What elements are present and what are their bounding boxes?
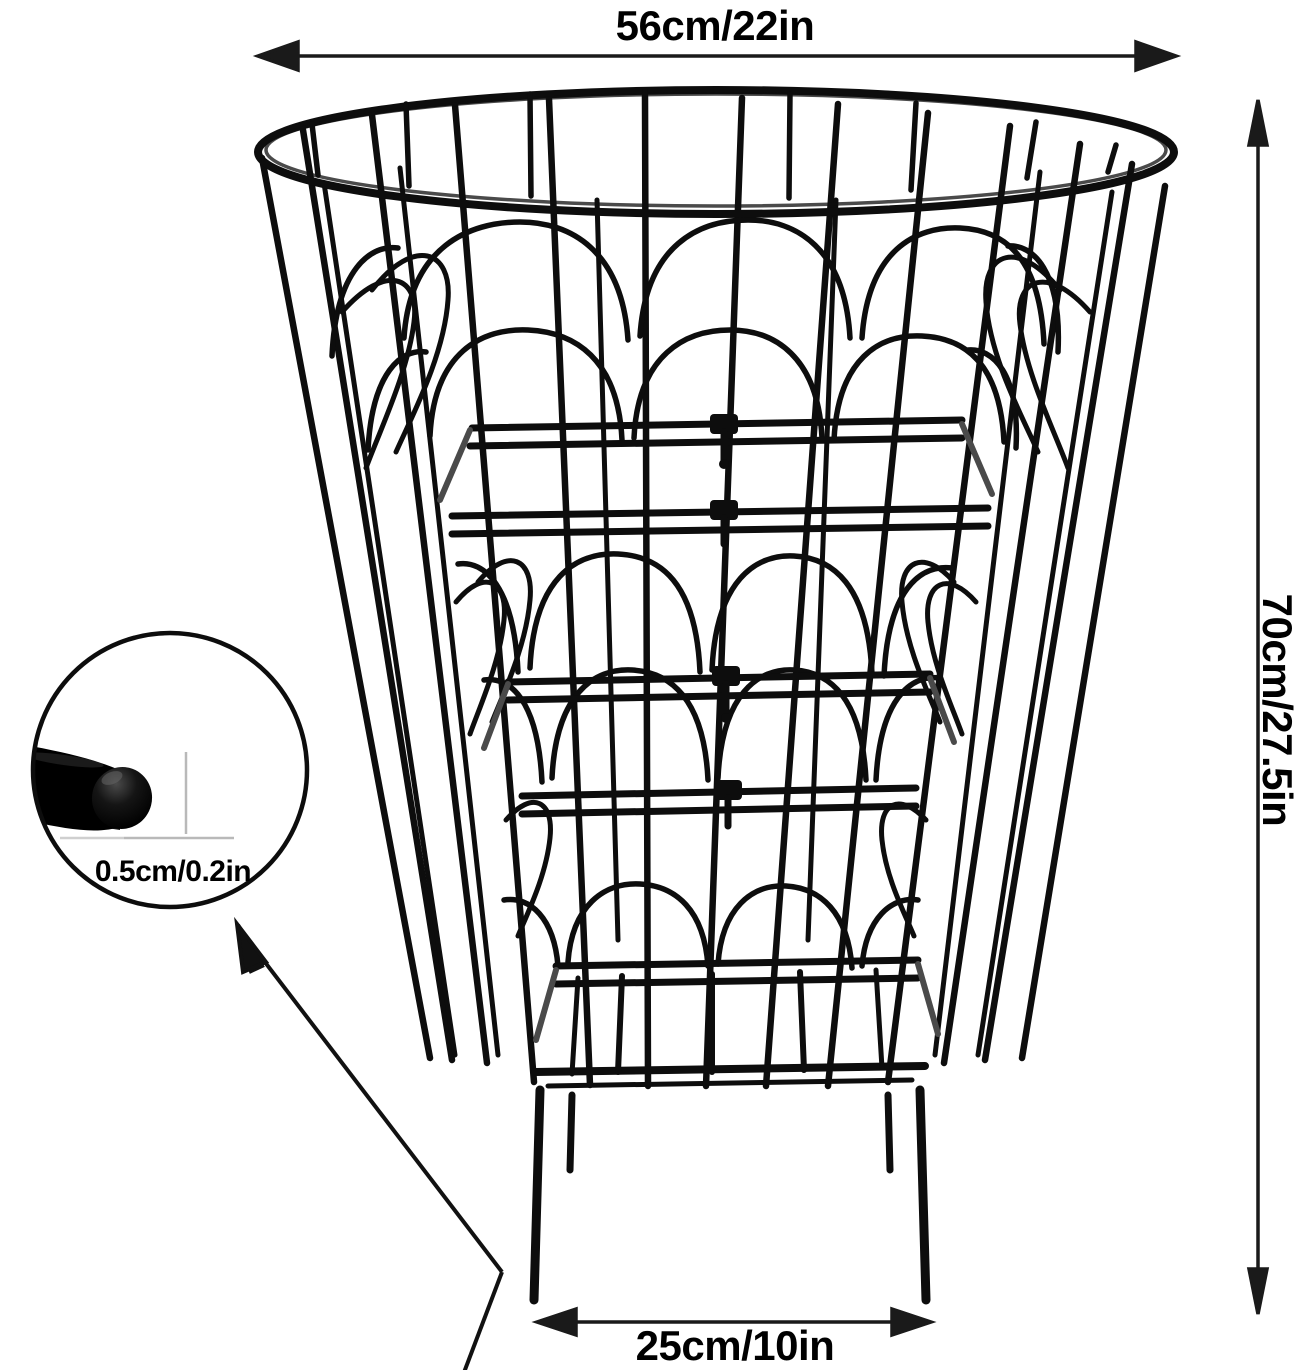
rod-closeup bbox=[33, 735, 153, 831]
rim-rib-crossings bbox=[309, 88, 1119, 203]
bottom-width-label: 25cm/10in bbox=[635, 1322, 835, 1369]
clamp-fitting-2 bbox=[710, 500, 738, 548]
ground-stakes bbox=[529, 1085, 931, 1305]
clamp-fitting-4 bbox=[714, 780, 742, 830]
bottom-uprights-rear bbox=[569, 967, 885, 1077]
arch-band-5 bbox=[501, 881, 921, 971]
cross-bar-3-returns bbox=[481, 675, 957, 751]
side-loops-lower bbox=[503, 800, 929, 939]
bottom-dimension-line bbox=[531, 1306, 937, 1338]
bottom-frame-bar bbox=[531, 1062, 929, 1076]
top-rim bbox=[254, 86, 1178, 218]
top-width-label: 56cm/22in bbox=[615, 2, 815, 49]
callout-circle-outline bbox=[30, 630, 310, 910]
height-dimension-line bbox=[1246, 99, 1270, 1315]
bottom-uprights bbox=[615, 969, 807, 1075]
side-loops-upper bbox=[339, 253, 1093, 471]
callout-pointer-arrow bbox=[234, 916, 504, 1370]
inner-stakes bbox=[566, 1091, 894, 1174]
lower-braces bbox=[533, 961, 941, 1043]
trellis-wireframe bbox=[254, 86, 1178, 1305]
vertical-ribs bbox=[258, 92, 1169, 1090]
detail-callout-circle bbox=[30, 630, 310, 910]
bottom-frame-bar-inner bbox=[545, 1077, 915, 1089]
cross-bar-1-returns bbox=[437, 421, 995, 503]
top-rim-inner-edge bbox=[264, 92, 1168, 208]
arch-band-1 bbox=[329, 217, 1062, 359]
clamp-fitting-3 bbox=[712, 666, 740, 723]
thickness-measure-guides bbox=[60, 752, 234, 840]
height-label: 70cm/27.5in bbox=[1254, 593, 1301, 827]
rear-ribs bbox=[321, 165, 1115, 1058]
top-dimension-line bbox=[252, 39, 1182, 73]
cross-bar-5 bbox=[552, 956, 922, 988]
arch-band-2 bbox=[365, 327, 1020, 453]
wire-thickness-label: 0.5cm/0.2in bbox=[94, 855, 252, 888]
height-label-wrapper: 70cm/27.5in bbox=[1247, 560, 1307, 860]
clamp-fitting-1 bbox=[710, 414, 738, 469]
